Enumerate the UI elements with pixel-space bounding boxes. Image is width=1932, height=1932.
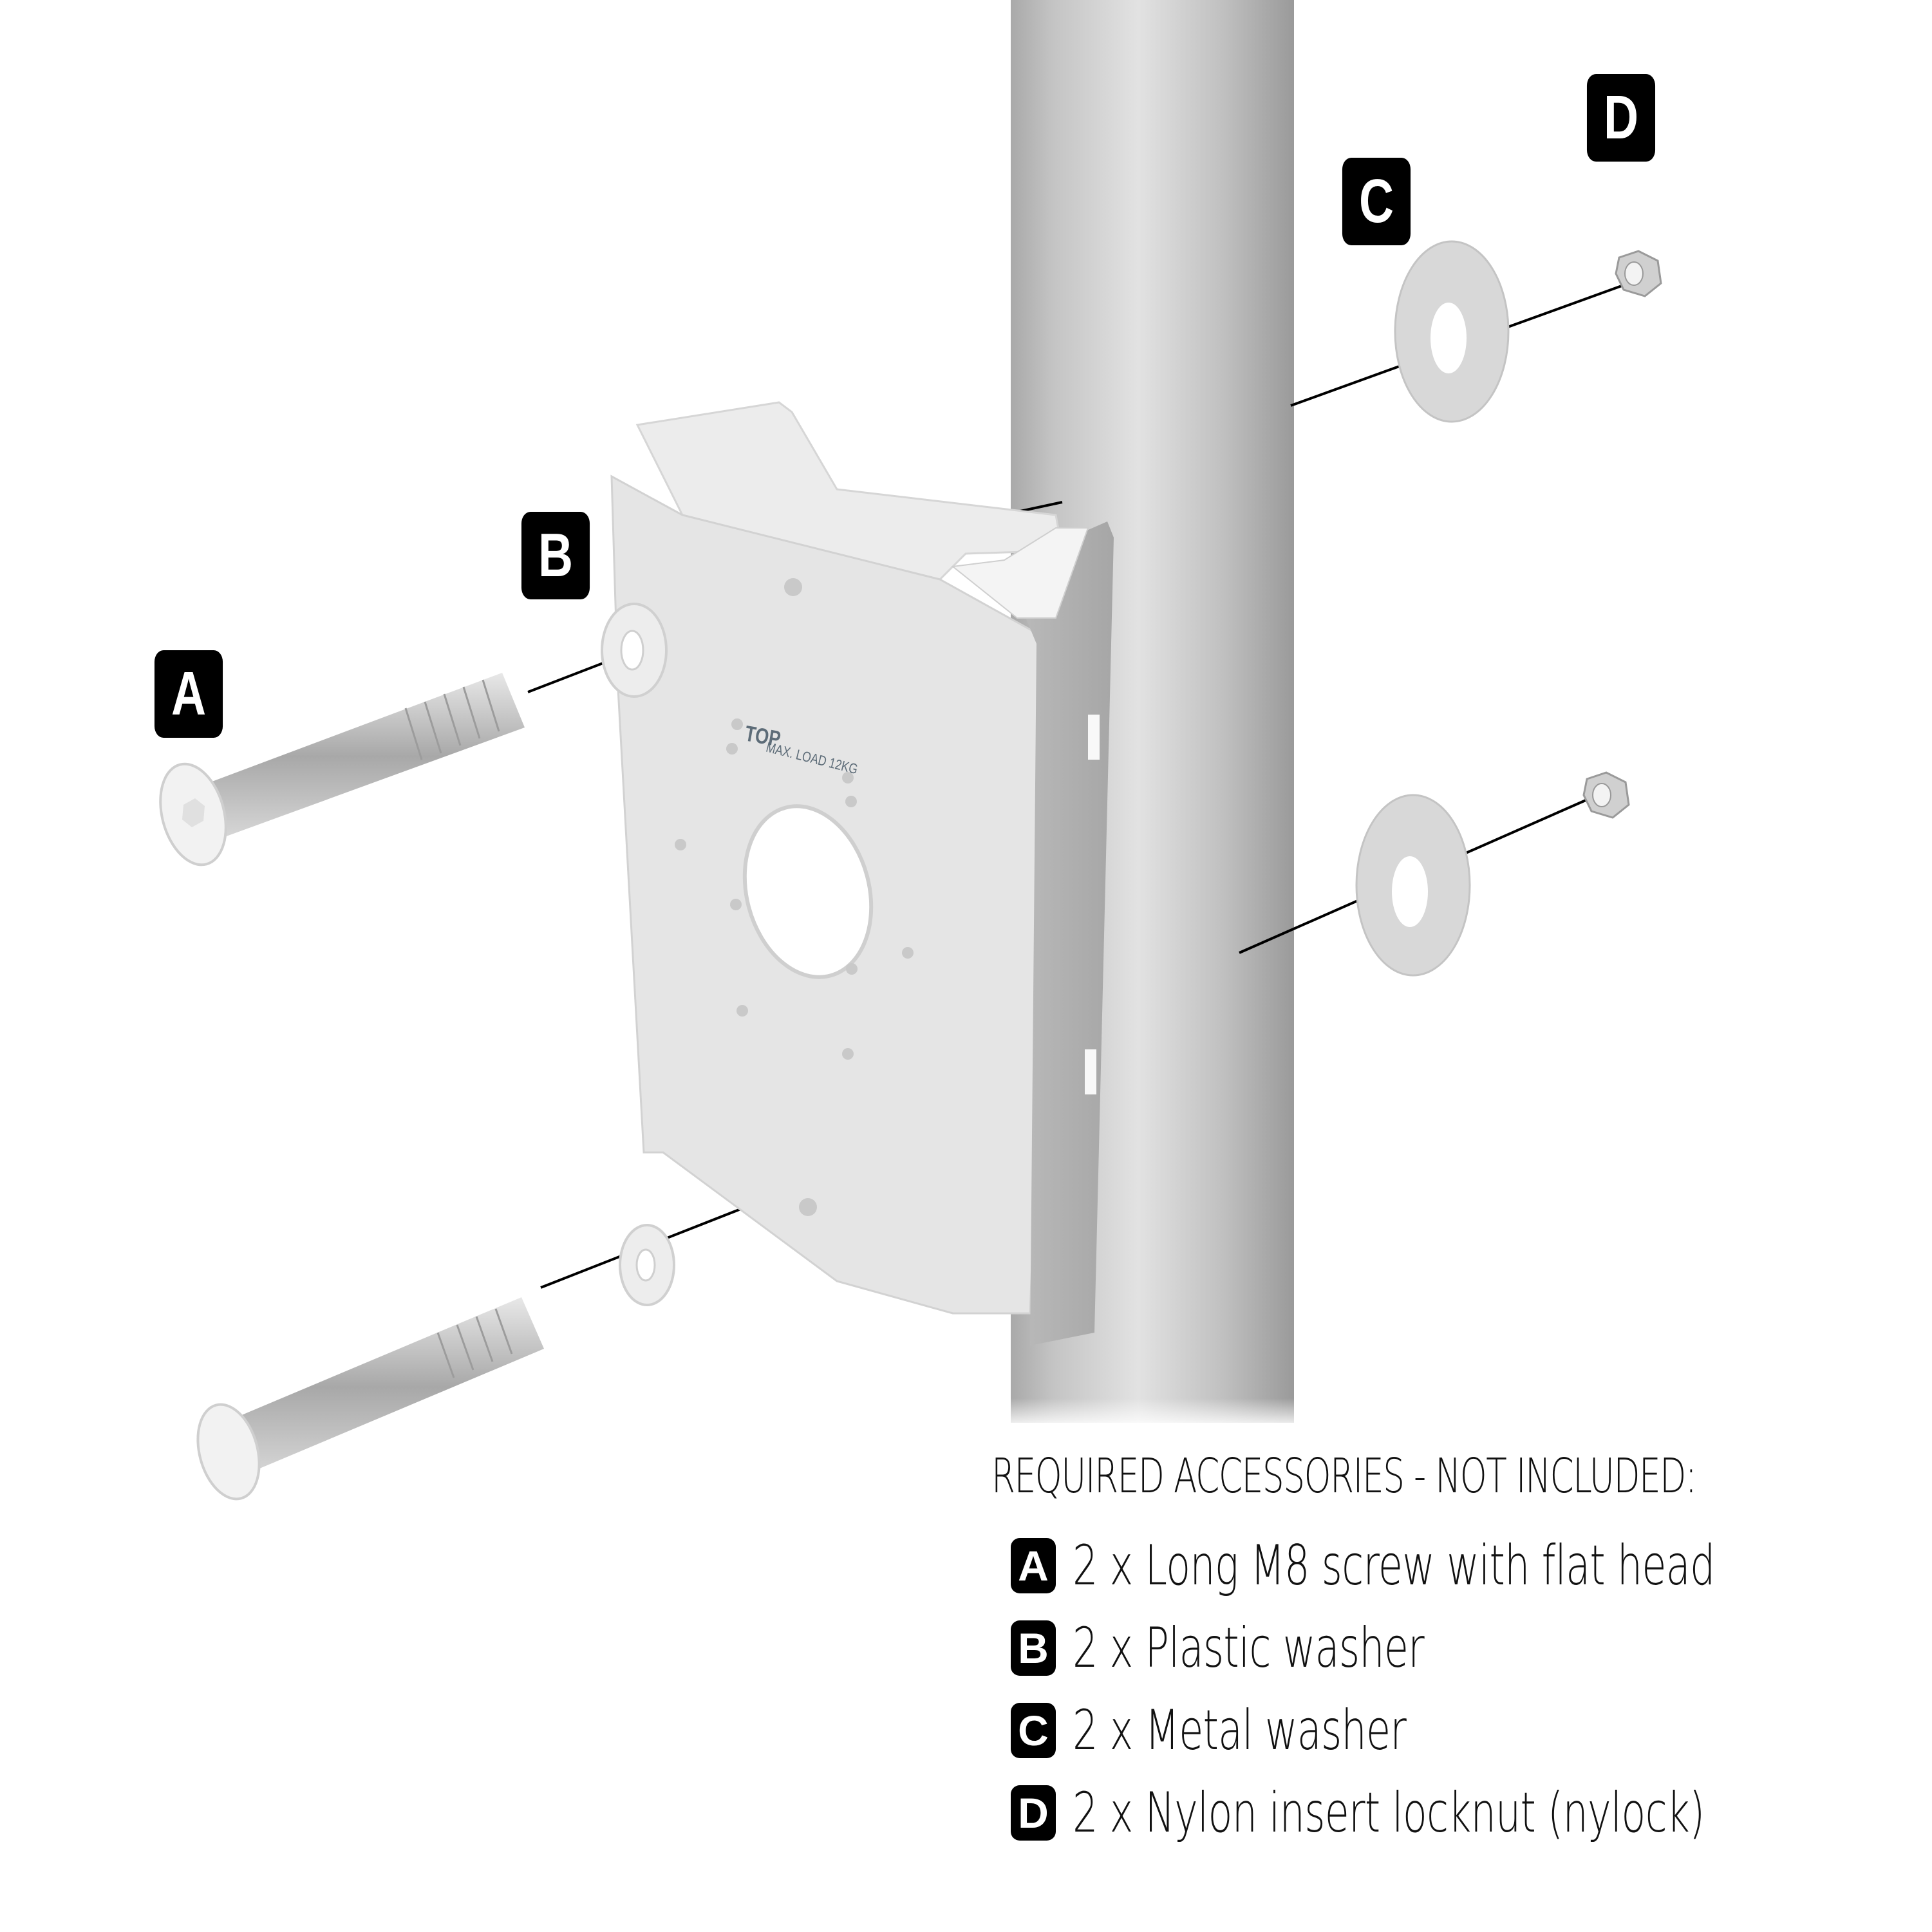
legend-text-b: 2 x Plastic washer — [1073, 1616, 1425, 1680]
accessories-legend: REQUIRED ACCESSORIES - NOT INCLUDED: A 2… — [991, 1449, 1932, 1854]
plastic-washer-b-upper — [601, 603, 668, 698]
pole-mount-bracket — [610, 401, 1114, 1346]
metal-washer-c-upper — [1394, 240, 1510, 423]
callout-badge-d: D — [1586, 74, 1656, 162]
legend-badge-b: B — [1011, 1620, 1056, 1676]
legend-badge-a: A — [1011, 1538, 1056, 1593]
metal-washer-c-lower — [1355, 794, 1471, 977]
legend-text-a: 2 x Long M8 screw with flat head — [1073, 1533, 1715, 1598]
legend-badge-d: D — [1011, 1785, 1056, 1841]
screw-a-lower — [196, 1297, 544, 1501]
locknut-d-upper — [1615, 250, 1662, 297]
legend-item-b: B 2 x Plastic washer — [1011, 1607, 1932, 1689]
callout-badge-b: B — [521, 512, 590, 599]
legend-item-c: C 2 x Metal washer — [1011, 1689, 1932, 1772]
screw-a-upper — [159, 673, 525, 867]
legend-item-d: D 2 x Nylon insert locknut (nylock) — [1011, 1772, 1932, 1854]
legend-item-a: A 2 x Long M8 screw with flat head — [1011, 1524, 1932, 1607]
legend-text-d: 2 x Nylon insert locknut (nylock) — [1073, 1781, 1705, 1845]
locknut-d-lower — [1582, 771, 1630, 819]
plastic-washer-b-lower — [619, 1224, 675, 1306]
legend-text-c: 2 x Metal washer — [1073, 1698, 1407, 1763]
callout-badge-c: C — [1342, 158, 1411, 245]
callout-badge-a: A — [154, 650, 223, 738]
legend-badge-c: C — [1011, 1703, 1056, 1758]
legend-title: REQUIRED ACCESSORIES - NOT INCLUDED: — [991, 1449, 1697, 1504]
